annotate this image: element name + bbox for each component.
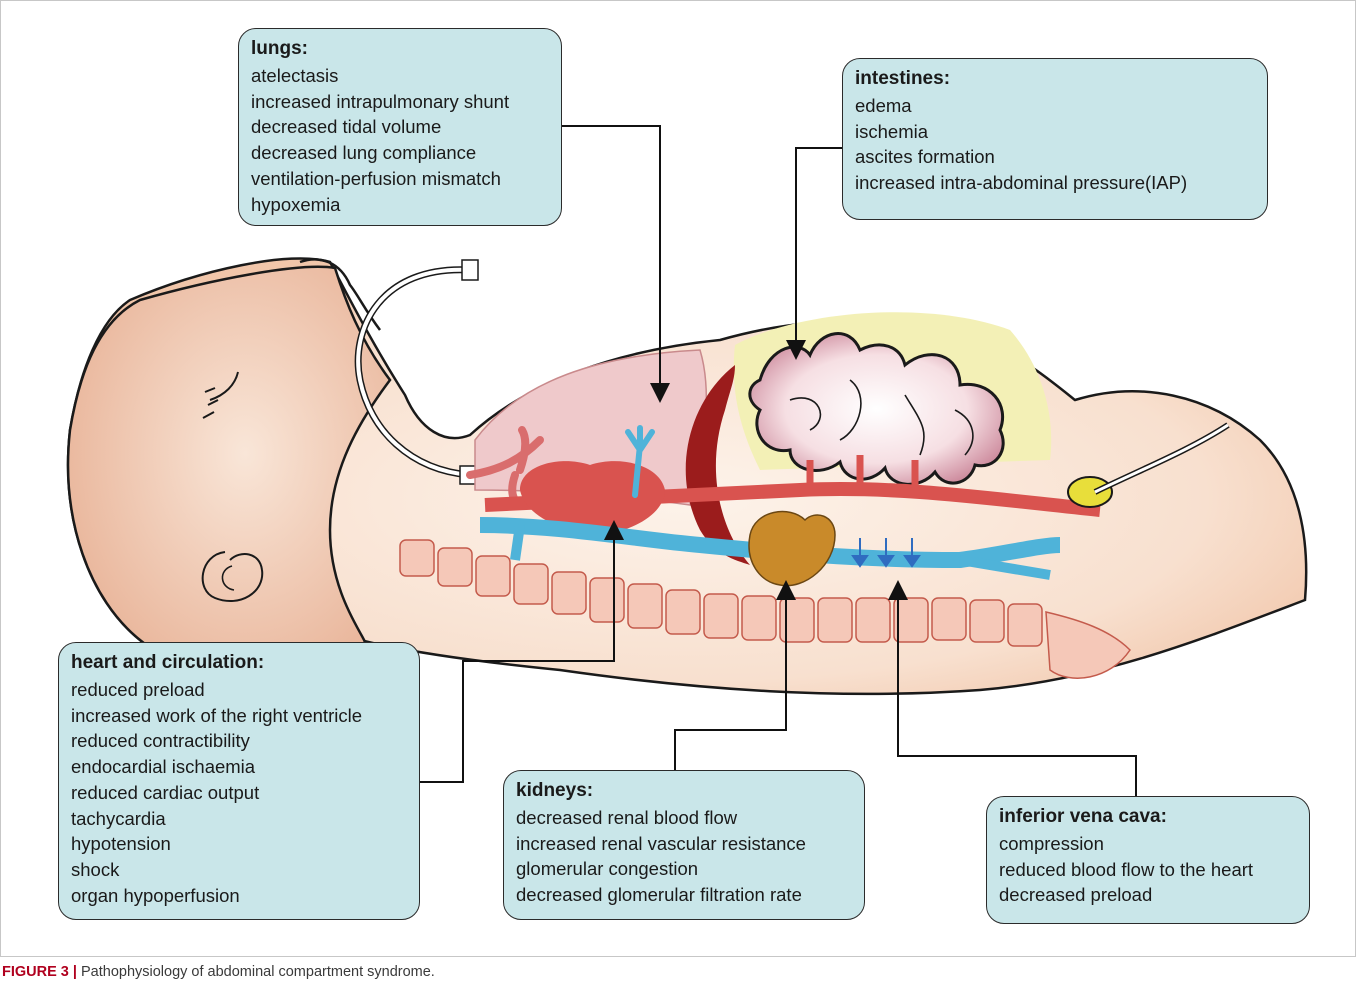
- list-item: increased work of the right ventricle: [71, 703, 407, 729]
- caption-text: Pathophysiology of abdominal compartment…: [77, 964, 435, 980]
- list-item: hypoxemia: [251, 192, 549, 218]
- list-item: edema: [855, 93, 1255, 119]
- heart-circulation-box: heart and circulation: reduced preload i…: [58, 642, 420, 920]
- kidneys-box: kidneys: decreased renal blood flow incr…: [503, 770, 865, 920]
- caption-label: FIGURE 3 |: [2, 964, 77, 980]
- intestines-title: intestines:: [855, 67, 1255, 91]
- list-item: decreased tidal volume: [251, 114, 549, 140]
- list-item: compression: [999, 831, 1297, 857]
- list-item: organ hypoperfusion: [71, 883, 407, 909]
- list-item: decreased lung compliance: [251, 140, 549, 166]
- list-item: glomerular congestion: [516, 856, 852, 882]
- intestines-box: intestines: edema ischemia ascites forma…: [842, 58, 1268, 220]
- list-item: tachycardia: [71, 806, 407, 832]
- list-item: reduced contractibility: [71, 728, 407, 754]
- kidneys-title: kidneys:: [516, 779, 852, 803]
- list-item: reduced blood flow to the heart: [999, 857, 1297, 883]
- list-item: reduced preload: [71, 677, 407, 703]
- list-item: ischemia: [855, 119, 1255, 145]
- list-item: decreased glomerular filtration rate: [516, 882, 852, 908]
- list-item: atelectasis: [251, 63, 549, 89]
- list-item: endocardial ischaemia: [71, 754, 407, 780]
- heart-title: heart and circulation:: [71, 651, 407, 675]
- list-item: ascites formation: [855, 144, 1255, 170]
- list-item: increased intrapulmonary shunt: [251, 89, 549, 115]
- list-item: reduced cardiac output: [71, 780, 407, 806]
- list-item: shock: [71, 857, 407, 883]
- lungs-box: lungs: atelectasis increased intrapulmon…: [238, 28, 562, 226]
- list-item: increased intra-abdominal pressure(IAP): [855, 170, 1255, 196]
- figure-caption: FIGURE 3 | Pathophysiology of abdominal …: [2, 964, 435, 980]
- lungs-title: lungs:: [251, 37, 549, 61]
- ivc-box: inferior vena cava: compression reduced …: [986, 796, 1310, 924]
- ivc-title: inferior vena cava:: [999, 805, 1297, 829]
- catheter-bulb: [1068, 477, 1112, 507]
- list-item: decreased renal blood flow: [516, 805, 852, 831]
- list-item: decreased preload: [999, 882, 1297, 908]
- list-item: increased renal vascular resistance: [516, 831, 852, 857]
- list-item: ventilation-perfusion mismatch: [251, 166, 549, 192]
- list-item: hypotension: [71, 831, 407, 857]
